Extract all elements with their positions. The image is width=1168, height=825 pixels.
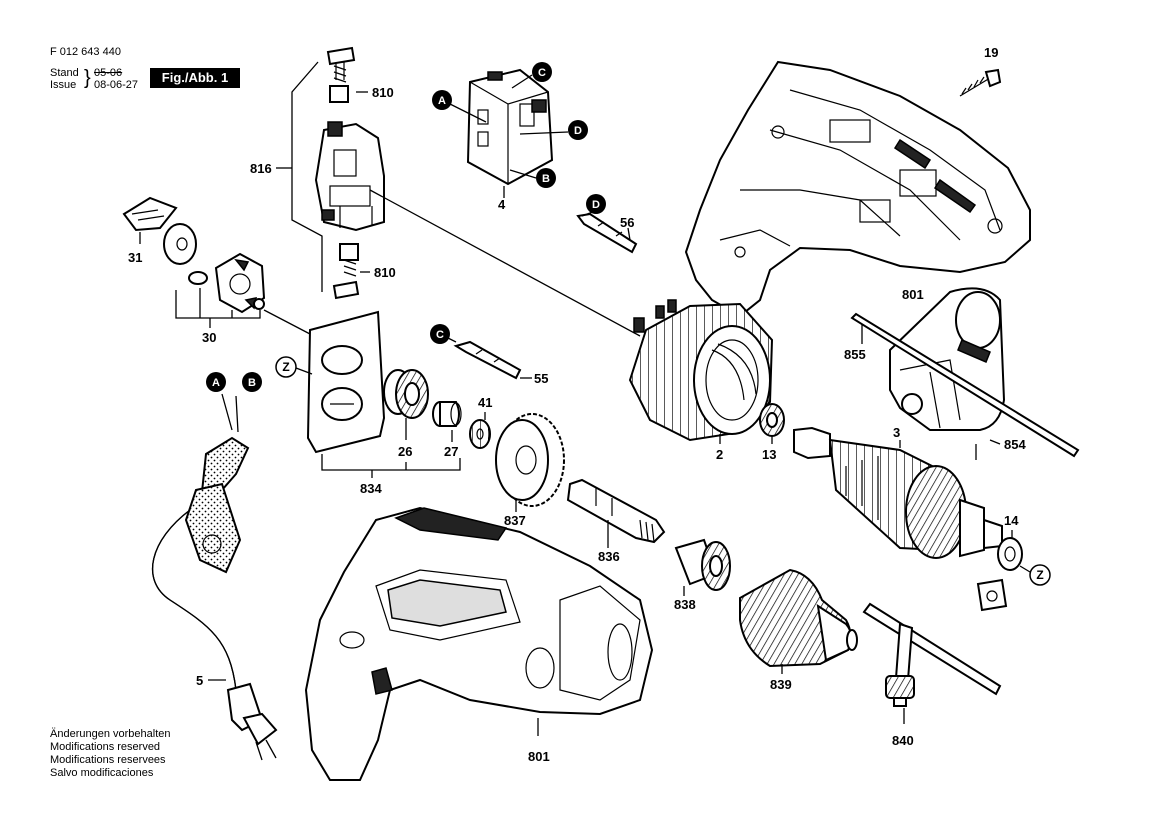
stand-label: Stand <box>50 67 79 79</box>
bearing-plate-bracket <box>321 454 461 478</box>
switch-assembly <box>466 68 554 186</box>
marker-b-switch: B <box>536 168 556 188</box>
part-label-41: 41 <box>478 395 492 410</box>
part-label-838: 838 <box>674 597 696 612</box>
part-label-837: 837 <box>504 513 526 528</box>
chuck-key <box>862 602 1002 724</box>
brake-disc <box>163 223 197 265</box>
marker-c-switch: C <box>532 62 552 82</box>
lower-housing-shell <box>304 506 654 781</box>
part-label-31: 31 <box>128 250 142 265</box>
marker-d-switch: D <box>568 120 588 140</box>
gear-838 <box>674 538 731 596</box>
part-label-854: 854 <box>1004 437 1026 452</box>
marker-a-cord: A <box>206 372 226 392</box>
part-label-14: 14 <box>1004 513 1019 528</box>
note-french: Modifications reservees <box>50 754 166 766</box>
bearing-clip <box>976 578 1008 612</box>
figure-label: Fig./Abb. 1 <box>150 68 240 88</box>
carbon-brush-upper <box>326 46 356 103</box>
ball-bearing-14 <box>997 530 1031 573</box>
svg-text:A: A <box>212 377 220 389</box>
gear-837 <box>495 413 565 512</box>
part-label-13: 13 <box>762 447 776 462</box>
connector-lead-55 <box>443 335 532 380</box>
part-label-810-lower: 810 <box>374 265 396 280</box>
pinion-41 <box>469 412 491 449</box>
marker-a-switch: A <box>432 90 452 110</box>
part-label-55: 55 <box>534 371 548 386</box>
brake-assembly <box>175 252 311 335</box>
part-label-5: 5 <box>196 673 203 688</box>
svg-text:D: D <box>574 125 582 137</box>
drill-chuck <box>739 568 858 674</box>
part-label-801-lower: 801 <box>528 749 550 764</box>
marker-b-cord: B <box>242 372 262 392</box>
part-label-836: 836 <box>598 549 620 564</box>
spindle-836 <box>566 478 666 548</box>
carbon-brush-lower <box>332 243 360 300</box>
part-label-816: 816 <box>250 161 272 176</box>
part-label-801-upper: 801 <box>902 287 924 302</box>
note-german: Änderungen vorbehalten <box>50 728 171 740</box>
issue-value: 08-06-27 <box>94 79 139 91</box>
housing-screw <box>959 68 1002 97</box>
svg-text:C: C <box>538 67 546 79</box>
part-label-2: 2 <box>716 447 723 462</box>
switch-lead-wires <box>449 74 569 198</box>
power-cord <box>151 393 278 761</box>
svg-text:Z: Z <box>1036 568 1043 582</box>
part-label-27: 27 <box>444 444 458 459</box>
issue-label: Issue <box>50 79 77 91</box>
svg-text:B: B <box>542 173 550 185</box>
document-number: F 012 643 440 <box>50 46 121 58</box>
part-label-26: 26 <box>398 444 412 459</box>
marker-d-lead: D <box>586 194 606 214</box>
stand-value: 05-06 <box>94 67 123 79</box>
svg-text:C: C <box>436 329 444 341</box>
part-label-834: 834 <box>360 481 382 496</box>
bearing-plate <box>306 310 386 454</box>
svg-text:B: B <box>248 377 256 389</box>
bearing-13 <box>759 403 785 444</box>
connector-lead-56 <box>576 209 638 254</box>
svg-text:D: D <box>592 199 600 211</box>
brace-symbol: } <box>84 67 91 89</box>
marker-z-bearing-14: Z <box>1029 564 1051 586</box>
armature-rotor <box>793 426 1003 559</box>
switch-cover <box>122 196 178 244</box>
part-label-810-upper: 810 <box>372 85 394 100</box>
brush-holder-bracket-lines <box>276 61 641 337</box>
modification-notes: Änderungen vorbehalten Modifications res… <box>50 728 170 780</box>
marker-c-lead: C <box>430 324 450 344</box>
part-label-839: 839 <box>770 677 792 692</box>
part-label-56: 56 <box>620 215 634 230</box>
ball-bearing-26 <box>383 369 429 440</box>
note-english: Modifications reserved <box>50 741 161 753</box>
marker-z-bearing-plate: Z <box>275 356 313 378</box>
depth-stop-rod <box>850 312 1080 458</box>
svg-text:A: A <box>438 95 446 107</box>
part-label-30: 30 <box>202 330 216 345</box>
part-label-855: 855 <box>844 347 866 362</box>
brush-holder <box>314 121 385 232</box>
note-spanish: Salvo modificaciones <box>50 767 154 779</box>
svg-text:Z: Z <box>282 360 289 374</box>
part-label-19: 19 <box>984 45 998 60</box>
part-label-4: 4 <box>498 197 506 212</box>
needle-bearing-27 <box>432 401 462 442</box>
upper-housing-shell <box>684 60 1031 318</box>
part-label-3: 3 <box>893 425 900 440</box>
part-label-840: 840 <box>892 733 914 748</box>
stator-field <box>628 299 774 444</box>
